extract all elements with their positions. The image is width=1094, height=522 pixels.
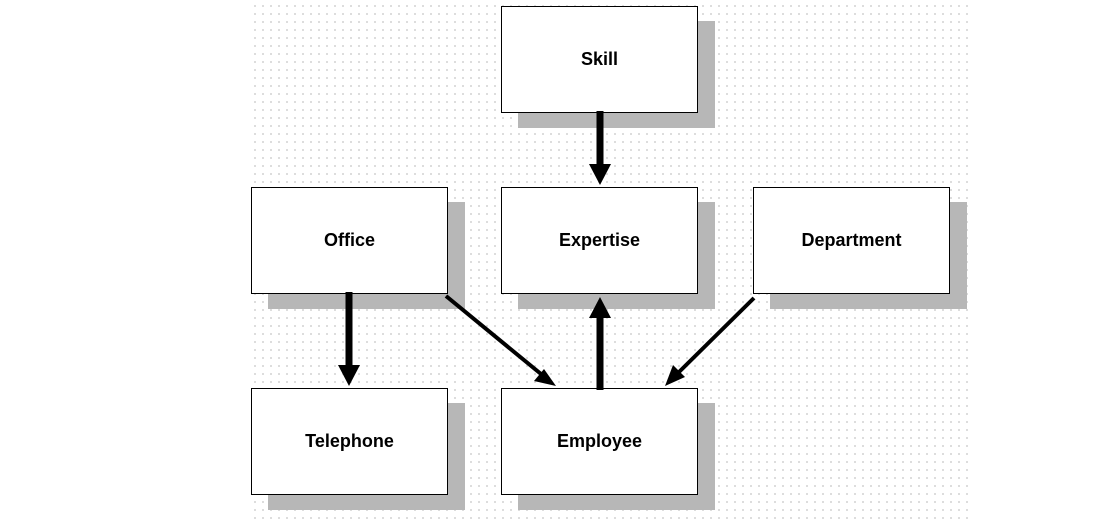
- entity-label-employee: Employee: [556, 431, 643, 451]
- arrow-employee-to-expertise[interactable]: [589, 297, 611, 390]
- entity-box-office[interactable]: Office: [251, 187, 448, 294]
- entity-label-skill: Skill: [580, 49, 619, 69]
- entity-label-office: Office: [323, 230, 375, 250]
- entity-label-department: Department: [801, 230, 902, 250]
- entity-box-telephone[interactable]: Telephone: [251, 388, 448, 495]
- entity-box-skill[interactable]: Skill: [501, 6, 698, 113]
- arrow-skill-to-expertise[interactable]: [589, 111, 611, 185]
- diagram-canvas: Skill Office Expertise Department Teleph…: [249, 0, 971, 522]
- entity-box-expertise[interactable]: Expertise: [501, 187, 698, 294]
- entity-box-employee[interactable]: Employee: [501, 388, 698, 495]
- arrow-office-to-telephone[interactable]: [338, 292, 360, 386]
- entity-box-department[interactable]: Department: [753, 187, 950, 294]
- arrow-office-to-employee[interactable]: [444, 294, 556, 386]
- entity-label-telephone: Telephone: [305, 431, 394, 451]
- arrow-department-to-employee[interactable]: [665, 296, 756, 386]
- entity-label-expertise: Expertise: [558, 230, 641, 250]
